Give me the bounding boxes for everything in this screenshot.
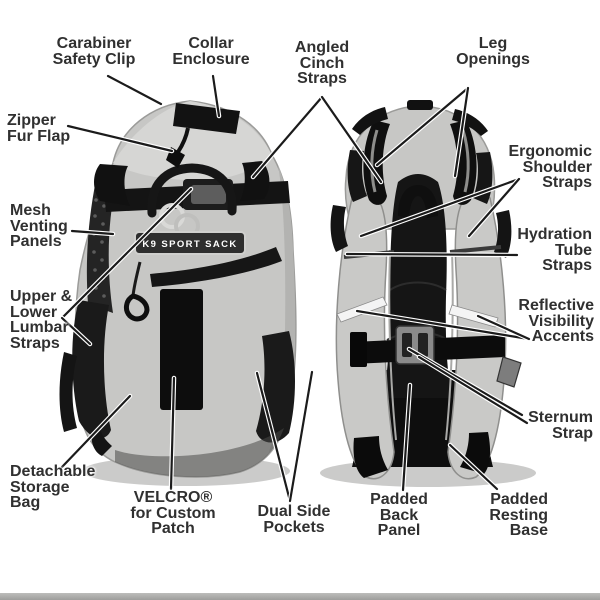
label-collar-enclosure: Collar Enclosure [172, 35, 250, 68]
label-hydration-tube-straps: Hydration Tube Straps [517, 226, 592, 274]
zipper-pull-hook [123, 293, 150, 322]
carabiner-cord [176, 127, 190, 154]
left-strap-foot [353, 436, 388, 478]
label-zipper-fur-flap: Zipper Fur Flap [7, 112, 71, 145]
label-mesh-venting-panels: Mesh Venting Panels [10, 202, 68, 250]
right-cinch-buckle [240, 161, 270, 201]
label-sternum-strap: Sternum Strap [528, 409, 593, 442]
callout-line-leg-openings [374, 85, 471, 179]
label-carabiner-safety-clip: Carabiner Safety Clip [52, 35, 136, 68]
label-dual-side-pockets: Dual Side Pockets [257, 503, 331, 536]
callout-line-angled-cinch-straps [250, 94, 384, 185]
top-trim-left [352, 107, 388, 135]
callout-line-collar-enclosure [210, 73, 222, 119]
label-detachable-storage-bag: Detachable Storage Bag [10, 463, 96, 511]
left-cinch-wedge [347, 150, 367, 202]
front-backpack-illustration: K9 SPORT SACK [59, 100, 297, 486]
callout-line-dual-side-pockets [254, 369, 315, 504]
top-trim-right [452, 109, 488, 136]
sternum-adjuster [350, 332, 367, 367]
callout-line-hydration-tube-straps [344, 251, 520, 258]
left-cinch-buckle [94, 164, 130, 206]
label-ergonomic-shoulder-straps: Ergonomic Shoulder Straps [508, 143, 592, 191]
right-shoulder-strap [447, 192, 507, 480]
label-reflective-visibility-accents: Reflective Visibility Accents [518, 297, 594, 345]
center-buckle-slide [191, 185, 226, 204]
callout-line-upper-lower-lumbar-straps [59, 186, 194, 347]
velcro-strip [160, 289, 203, 410]
right-strap-clip [496, 356, 522, 388]
callout-line-ergonomic-shoulder-straps [358, 176, 522, 239]
callout-line-padded-back-panel [400, 382, 413, 493]
label-upper-lower-lumbar-straps: Upper & Lower Lumbar Straps [10, 288, 73, 352]
callout-lines [59, 73, 532, 504]
label-velcro-custom-patch: VELCRO® for Custom Patch [130, 489, 216, 537]
reflective-accent-left [336, 296, 388, 323]
callout-line-mesh-venting-panels [69, 228, 116, 237]
callout-line-detachable-storage-bag [59, 393, 133, 470]
bottom-floor-strip [0, 593, 600, 600]
callout-line-carabiner-safety-clip [105, 73, 164, 107]
callout-line-reflective-visibility-accents [354, 308, 532, 342]
sternum-buckle-slot-2 [418, 333, 428, 357]
collar-enclosure-strap [173, 103, 240, 134]
callout-line-padded-resting-base [447, 442, 500, 492]
label-padded-resting-base: Padded Resting Base [489, 491, 548, 539]
callout-line-zipper-fur-flap [65, 123, 175, 154]
brand-patch-text: K9 SPORT SACK [142, 239, 237, 250]
zipper-cord [131, 261, 142, 297]
label-padded-back-panel: Padded Back Panel [370, 491, 428, 539]
label-angled-cinch-straps: Angled Cinch Straps [294, 39, 350, 87]
label-leg-openings: Leg Openings [456, 35, 530, 68]
mesh-venting-panel [86, 180, 116, 313]
top-handle [147, 163, 237, 218]
right-leg-opening-trim [461, 129, 470, 193]
front-bag-bottom-edge [115, 428, 284, 478]
callout-line-velcro-custom-patch [168, 375, 177, 492]
left-hanging-strap [59, 352, 77, 432]
hydration-strap-right [449, 245, 502, 254]
back-backpack-illustration [320, 100, 536, 487]
front-swoosh-band [150, 247, 282, 287]
callout-line-sternum-strap [406, 346, 530, 426]
lower-left-strap-tab [91, 428, 112, 456]
right-leg-opening [450, 120, 477, 205]
left-side-hardware [330, 205, 348, 252]
top-handle-nub [407, 100, 433, 110]
back-panel-seam-1 [389, 281, 447, 291]
left-leg-opening-trim [370, 129, 379, 193]
